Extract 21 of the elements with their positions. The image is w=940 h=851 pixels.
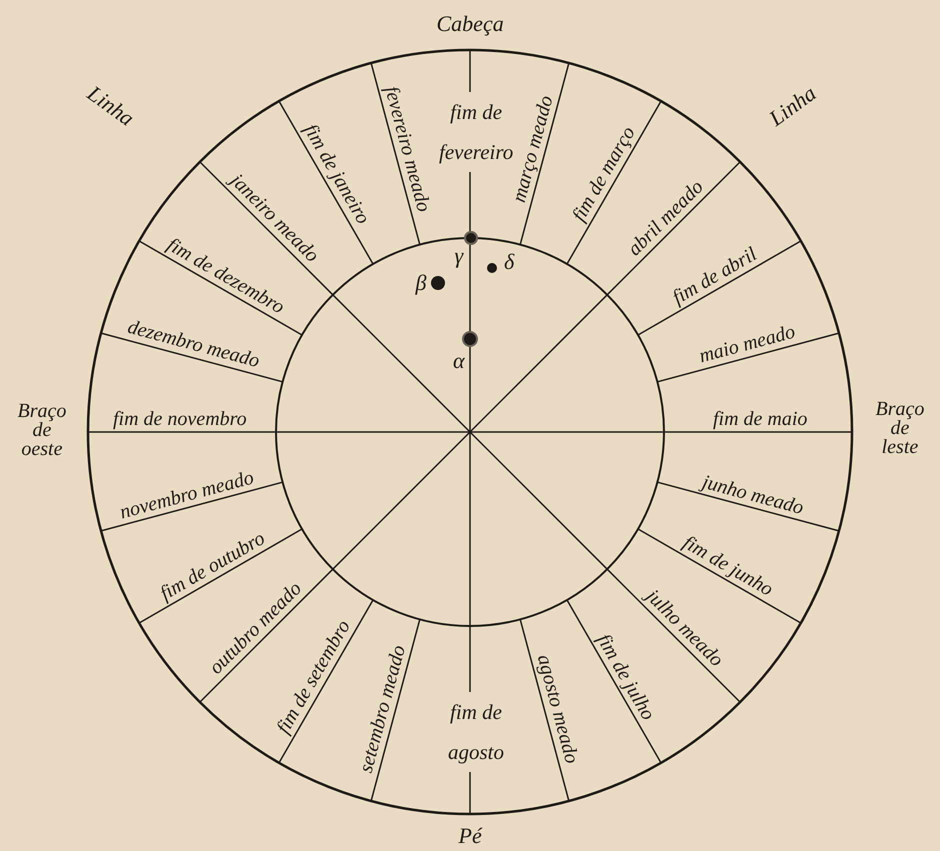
star-letter: β: [416, 272, 426, 294]
month-label: fim de junho: [678, 531, 776, 600]
star-letter: δ: [504, 251, 514, 273]
month-label: dezembro meado: [125, 316, 262, 373]
month-label: junho meado: [700, 470, 806, 519]
month-label: agosto meado: [532, 652, 583, 766]
month-label: fim de novembro: [113, 408, 247, 430]
direction-label: Pé: [458, 825, 482, 847]
month-label: fevereiro meado: [380, 83, 435, 214]
direction-label: Cabeça: [436, 13, 504, 35]
direction-label: Braço de oeste: [18, 402, 66, 458]
star-letter: γ: [454, 245, 464, 267]
month-label: setembro meado: [354, 642, 410, 775]
month-label: maio meado: [696, 321, 798, 368]
month-label: fim de maio: [713, 408, 808, 430]
month-label: novembro meado: [117, 466, 256, 523]
star-letter: α: [453, 350, 465, 372]
month-label: fim de abril: [668, 242, 761, 309]
month-label: fim de fevereiro: [439, 92, 514, 172]
direction-label: Braço de leste: [876, 400, 924, 456]
month-label: fim de agosto: [448, 692, 504, 772]
